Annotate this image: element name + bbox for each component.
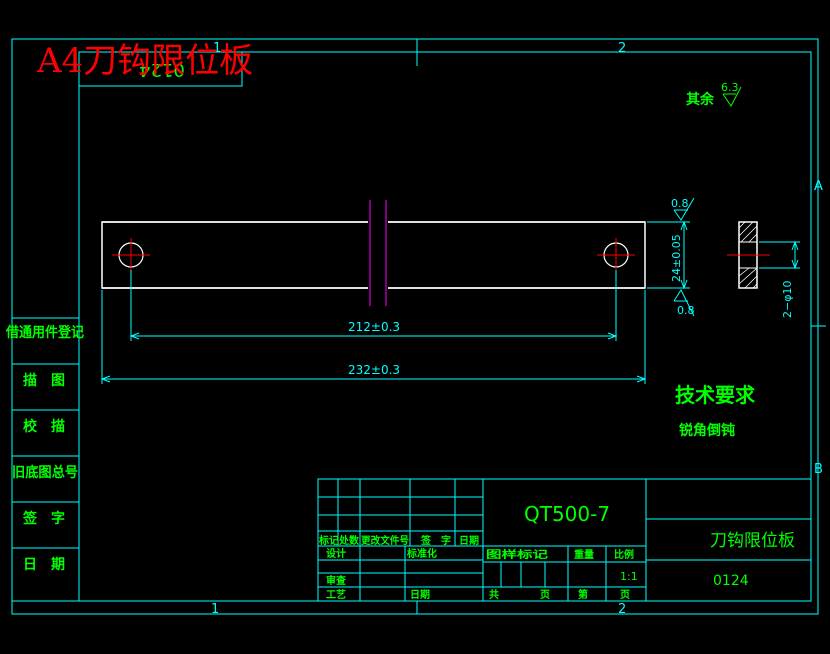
zone-label-1-bottom: 1 (211, 602, 219, 617)
rev-header-doc: 更改文件号 (361, 534, 409, 547)
date-label: 日期 (410, 588, 430, 601)
surface-finish-top: 0.8 (671, 197, 695, 221)
dimension-212-text: 212±0.3 (348, 320, 400, 334)
rev-header-mark: 标记 (318, 534, 339, 547)
left-strip-label-2: 校 描 (23, 418, 65, 435)
part-name-text: 刀钩限位板 (710, 531, 795, 551)
dimension-212 (129, 270, 618, 341)
zone-label-2-bottom: 2 (618, 602, 626, 617)
scale-value: 1:1 (620, 570, 638, 583)
scale-label: 比例 (614, 548, 634, 561)
dimension-24 (647, 220, 690, 290)
process-label: 工艺 (326, 588, 346, 601)
roughness-bottom-icon (673, 288, 695, 317)
left-strip-label-3: 旧底图总号 (12, 464, 78, 481)
title-block (317, 478, 812, 602)
review-label: 审查 (326, 574, 347, 587)
dimension-phi10 (759, 240, 800, 270)
zone-label-1-top: 1 (213, 41, 221, 56)
left-strip (11, 317, 80, 602)
drawing-frame (11, 38, 826, 615)
roughness-top-icon (673, 197, 695, 221)
break-lines (369, 200, 387, 306)
surface-finish-rest-label: 其余 (686, 91, 715, 108)
standardization-label: 标准化 (406, 547, 437, 560)
surface-finish-bottom-value: 0.8 (677, 304, 695, 317)
weight-label: 重量 (574, 548, 594, 561)
left-strip-label-1: 描 图 (23, 372, 65, 389)
left-strip-label-0: 借通用件登记 (5, 324, 84, 341)
surface-finish-top-value: 0.8 (671, 197, 689, 210)
tech-requirements-item: 锐角倒钝 (679, 422, 735, 439)
roughness-symbol-icon (722, 86, 742, 107)
sheet-label: 页 (540, 589, 550, 601)
surface-finish-rest: 其余 6.3 (686, 81, 742, 108)
rev-header-sign: 签 字 (420, 534, 451, 547)
dimension-phi10-text: 2−φ10 (781, 281, 794, 318)
zone-label-2-top: 2 (618, 41, 626, 56)
tech-requirements-heading: 技术要求 (675, 383, 756, 407)
sheet2-label: 页 (620, 589, 630, 601)
drawing-number-stamp: 0124 (139, 59, 185, 80)
zone-label-b: B (814, 462, 823, 477)
zone-label-a: A (814, 179, 823, 194)
rev-header-date: 日期 (459, 534, 479, 547)
left-strip-label-4: 签 字 (22, 510, 65, 527)
material-text: QT500-7 (524, 502, 610, 526)
dimension-24-text: 24±0.05 (670, 234, 683, 282)
left-strip-label-5: 日 期 (23, 557, 65, 573)
design-label: 设计 (326, 547, 346, 560)
stage-mark-label: 图样标记 (486, 548, 548, 561)
rev-header-count: 处数 (338, 534, 360, 547)
total-label: 共 (489, 588, 499, 601)
part-front-view (101, 200, 646, 306)
dimension-232 (100, 290, 647, 384)
surface-finish-rest-value: 6.3 (721, 81, 739, 94)
dimension-232-text: 232±0.3 (348, 363, 400, 377)
number-label: 第 (578, 588, 588, 601)
part-side-section (727, 221, 770, 289)
center-marks (112, 238, 635, 272)
drawing-number-text: 0124 (713, 573, 749, 589)
overlay-title: A4刀钩限位板 (36, 41, 253, 81)
surface-finish-bottom: 0.8 (673, 288, 695, 317)
